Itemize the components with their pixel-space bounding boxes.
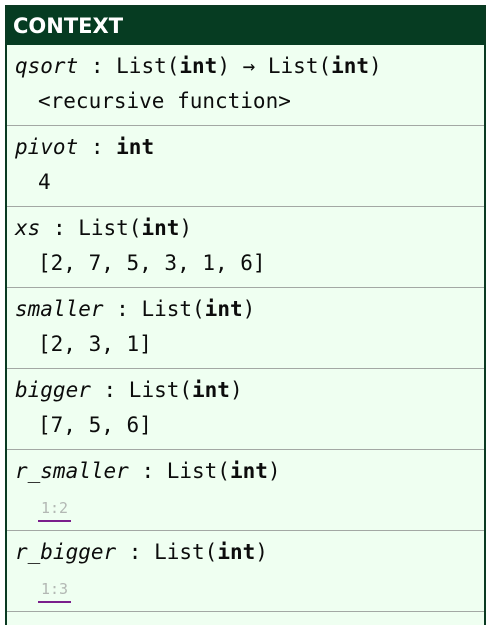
type-separator: : [40, 216, 79, 240]
type-separator: : [78, 54, 117, 78]
type-text: ) [255, 540, 268, 564]
type-text: ) [229, 378, 243, 402]
variable-name: qsort [15, 54, 79, 78]
entry-signature: pivot : int [15, 135, 154, 159]
type-text: ) [179, 216, 193, 240]
type-text: List( [141, 297, 205, 321]
entry-value: [7, 5, 6] [38, 413, 152, 437]
type-separator: : [78, 135, 117, 159]
type-separator: : [128, 459, 167, 483]
type-text: ) [369, 54, 382, 78]
variable-name: r_smaller [15, 459, 129, 483]
entry-value: <recursive function> [38, 89, 291, 113]
context-entry-r-bigger: r_bigger : List(int) 1:3 [7, 531, 484, 612]
context-entry-r-smaller: r_smaller : List(int) 1:2 [7, 450, 484, 531]
context-entry-pivot: pivot : int 4 [7, 126, 484, 207]
context-entry-xs: xs : List(int) [2, 7, 5, 3, 1, 6] [7, 207, 484, 288]
type-keyword: int [179, 54, 218, 78]
type-text: ) → List( [217, 54, 332, 78]
type-text: ) [267, 459, 281, 483]
entry-signature: xs : List(int) [15, 216, 192, 240]
variable-name: xs [15, 216, 41, 240]
entry-signature: bigger : List(int) [15, 378, 243, 402]
context-entry-qsort: qsort : List(int) → List(int) <recursive… [7, 45, 484, 126]
variable-name: bigger [15, 378, 91, 402]
context-entry-bigger: bigger : List(int) [7, 5, 6] [7, 369, 484, 450]
type-separator: : [90, 378, 129, 402]
type-keyword: int [116, 135, 155, 159]
type-text: List( [116, 54, 180, 78]
context-header: CONTEXT [7, 7, 484, 45]
entry-signature: r_bigger : List(int) [15, 540, 268, 564]
entry-value: 4 [38, 170, 51, 194]
type-separator: : [116, 540, 155, 564]
reference-link[interactable]: 1:2 [38, 499, 72, 522]
type-keyword: int [204, 297, 243, 321]
entry-value: [2, 3, 1] [38, 332, 152, 356]
type-text: List( [154, 540, 218, 564]
type-keyword: int [331, 54, 370, 78]
type-text: ) [242, 297, 256, 321]
variable-name: smaller [15, 297, 104, 321]
variable-name: pivot [15, 135, 79, 159]
variable-name: r_bigger [15, 540, 117, 564]
type-keyword: int [192, 378, 230, 402]
context-entry-smaller: smaller : List(int) [2, 3, 1] [7, 288, 484, 369]
type-keyword: int [217, 540, 256, 564]
type-keyword: int [141, 216, 180, 240]
type-separator: : [103, 297, 142, 321]
entry-value: [2, 7, 5, 3, 1, 6] [38, 251, 266, 275]
context-panel: CONTEXT qsort : List(int) → List(int) <r… [5, 5, 486, 625]
type-text: List( [78, 216, 142, 240]
entry-signature: qsort : List(int) → List(int) [15, 54, 382, 78]
entry-signature: smaller : List(int) [15, 297, 255, 321]
type-keyword: int [229, 459, 268, 483]
type-text: List( [128, 378, 193, 402]
entry-signature: r_smaller : List(int) [15, 459, 281, 483]
type-text: List( [166, 459, 230, 483]
reference-link[interactable]: 1:3 [38, 580, 72, 603]
